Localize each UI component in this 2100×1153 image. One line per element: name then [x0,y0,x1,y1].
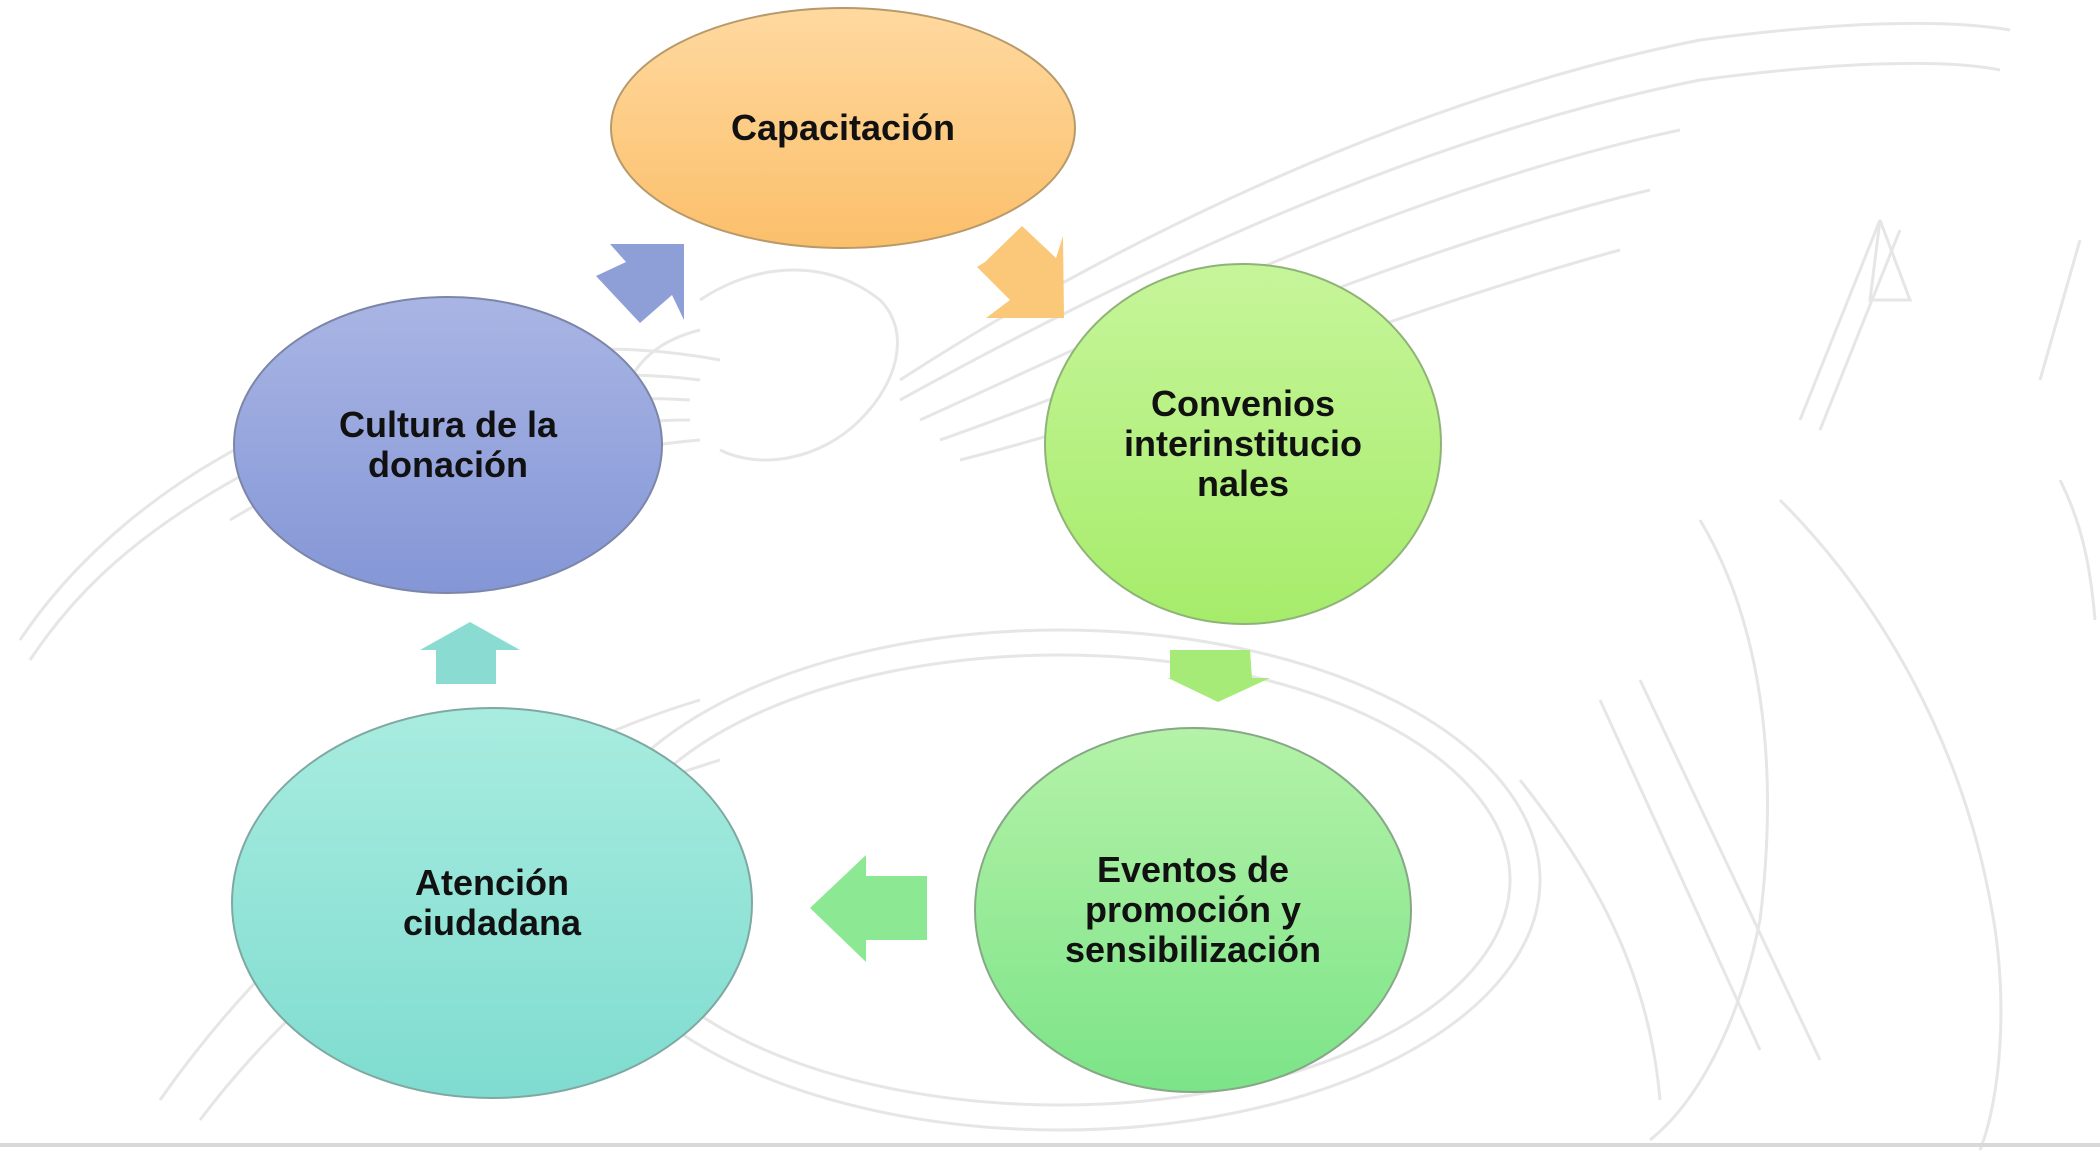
node-label-convenios: Convenios interinstitucio nales [1123,383,1362,504]
node-eventos [974,727,1412,1093]
node-atencion [231,707,753,1099]
arrow-left-icon [810,855,927,962]
arrow-up-icon [420,622,520,684]
node-cultura [233,296,663,594]
arrow-down-right-icon [977,226,1064,318]
bottom-divider [0,1143,2100,1147]
node-label-atencion: Atención ciudadana [402,862,582,943]
node-label-eventos: Eventos de promoción y sensibilización [1064,849,1322,970]
node-capacitacion [610,7,1076,249]
node-label-capacitacion: Capacitación [730,107,956,148]
arrow-down-icon [1168,650,1270,702]
node-convenios [1044,263,1442,625]
arrow-up-right-icon [596,244,684,323]
node-label-cultura: Cultura de la donación [338,404,558,485]
